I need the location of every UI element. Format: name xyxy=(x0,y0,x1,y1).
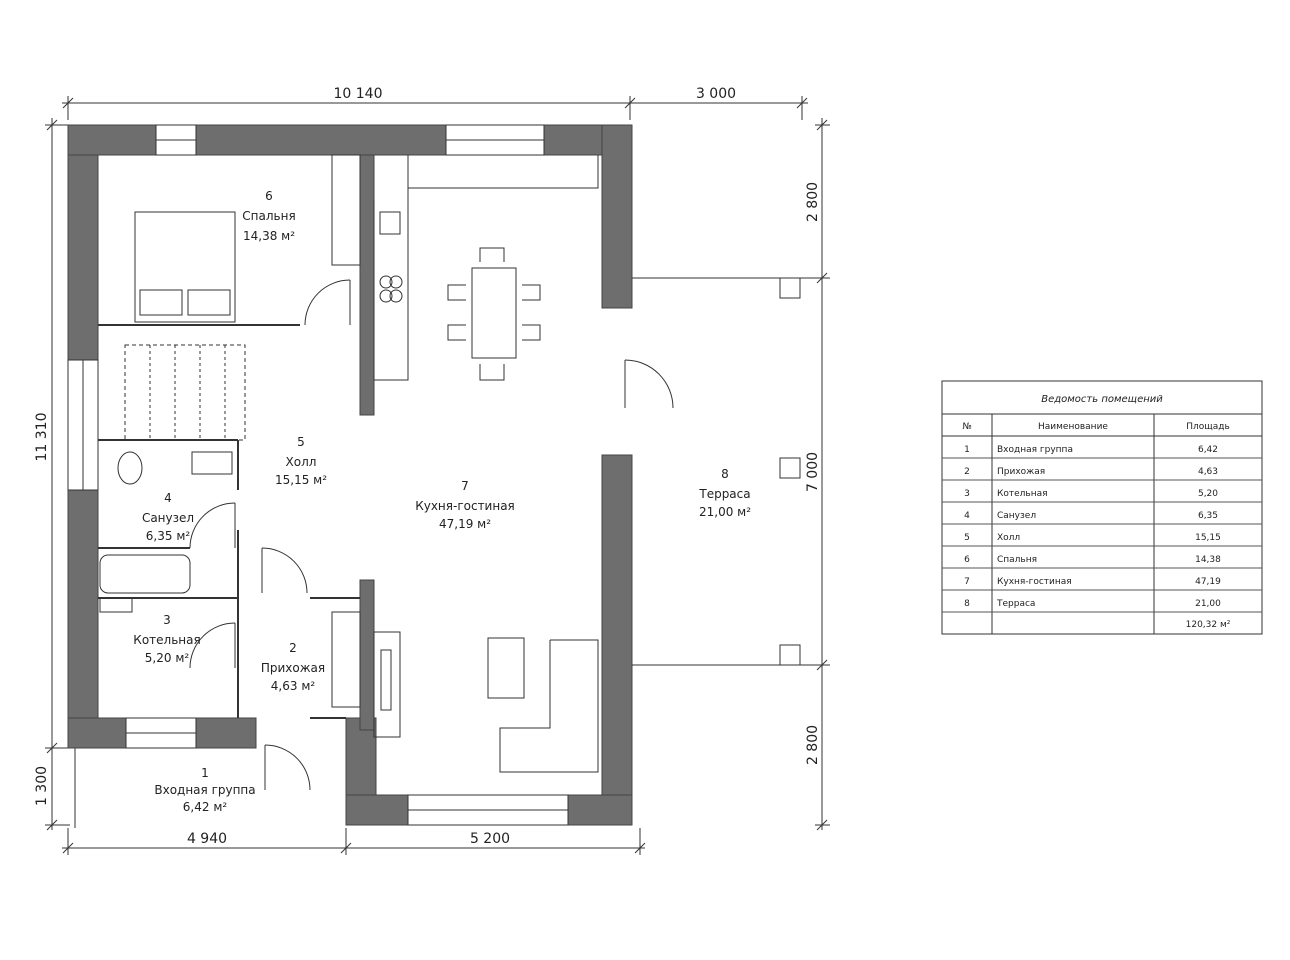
dim-top-main: 10 140 xyxy=(334,86,383,102)
schedule-cell-name: Санузел xyxy=(997,511,1036,521)
schedule-cell-num: 8 xyxy=(964,599,970,609)
room-label-1: 1 Входная группа 6,42 м² xyxy=(154,766,255,814)
schedule-row: 8 Терраса 21,00 xyxy=(964,599,1221,609)
furniture xyxy=(99,154,599,773)
schedule-cell-area: 4,63 xyxy=(1198,467,1218,477)
schedule-cell-name: Холл xyxy=(997,533,1020,543)
schedule-cell-num: 6 xyxy=(964,555,970,565)
room-label-5: 5 Холл 15,15 м² xyxy=(275,435,327,487)
room-name: Санузел xyxy=(142,511,194,525)
schedule-cell-num: 2 xyxy=(964,467,970,477)
schedule-cell-num: 1 xyxy=(964,445,970,455)
schedule-cell-name: Котельная xyxy=(997,489,1048,499)
schedule-row: 3 Котельная 5,20 xyxy=(964,489,1218,499)
room-number: 5 xyxy=(297,435,305,449)
schedule-row: 4 Санузел 6,35 xyxy=(964,511,1218,521)
room-name: Прихожая xyxy=(261,661,325,675)
schedule-rows: 1 Входная группа 6,42 2 Прихожая 4,63 3 Котельн… xyxy=(964,445,1221,609)
schedule-row: 5 Холл 15,15 xyxy=(964,533,1221,543)
interior-partitions xyxy=(98,324,360,719)
dim-right-mid: 7 000 xyxy=(805,452,821,492)
schedule-row: 7 Кухня-гостиная 47,19 xyxy=(964,577,1221,587)
room-area: 6,35 м² xyxy=(146,529,191,543)
room-name: Котельная xyxy=(133,633,200,647)
room-number: 6 xyxy=(265,189,273,203)
room-number: 4 xyxy=(164,491,172,505)
dim-left-bottom: 1 300 xyxy=(34,766,50,806)
schedule-cell-area: 5,20 xyxy=(1198,489,1218,499)
room-area: 5,20 м² xyxy=(145,651,190,665)
room-label-3: 3 Котельная 5,20 м² xyxy=(133,613,200,665)
room-number: 2 xyxy=(289,641,297,655)
schedule-header-num: № xyxy=(962,422,971,432)
room-label-7: 7 Кухня-гостиная 47,19 м² xyxy=(415,479,515,531)
schedule-cell-name: Прихожая xyxy=(997,467,1045,477)
schedule-row: 6 Спальня 14,38 xyxy=(964,555,1221,565)
schedule-title: Ведомость помещений xyxy=(1041,394,1163,405)
room-area: 6,42 м² xyxy=(183,800,228,814)
schedule-header-area: Площадь xyxy=(1186,422,1230,432)
room-name: Входная группа xyxy=(154,783,255,797)
terrace-posts xyxy=(632,277,801,666)
room-schedule-table: Ведомость помещений № Наименование Площа… xyxy=(941,380,1263,635)
room-name: Спальня xyxy=(242,209,295,223)
doors xyxy=(189,279,674,791)
dim-bottom-left: 4 940 xyxy=(187,831,227,847)
dim-top-terrace: 3 000 xyxy=(696,86,736,102)
room-number: 7 xyxy=(461,479,469,493)
room-number: 3 xyxy=(163,613,171,627)
dim-bottom-right: 5 200 xyxy=(470,831,510,847)
schedule-cell-area: 47,19 xyxy=(1195,577,1221,587)
room-label-2: 2 Прихожая 4,63 м² xyxy=(261,641,325,693)
room-area: 15,15 м² xyxy=(275,473,327,487)
room-label-4: 4 Санузел 6,35 м² xyxy=(142,491,194,543)
schedule-cell-name: Терраса xyxy=(996,599,1035,609)
room-name: Терраса xyxy=(698,487,750,501)
room-area: 47,19 м² xyxy=(439,517,491,531)
room-name: Кухня-гостиная xyxy=(415,499,515,513)
schedule-row: 2 Прихожая 4,63 xyxy=(964,467,1218,477)
schedule-cell-num: 7 xyxy=(964,577,970,587)
schedule-cell-name: Кухня-гостиная xyxy=(997,577,1072,587)
schedule-cell-area: 15,15 xyxy=(1195,533,1221,543)
schedule-cell-area: 6,35 xyxy=(1198,511,1218,521)
dim-left-total: 11 310 xyxy=(34,413,50,462)
room-label-8: 8 Терраса 21,00 м² xyxy=(698,467,751,519)
room-area: 14,38 м² xyxy=(243,229,295,243)
schedule-cell-area: 6,42 xyxy=(1198,445,1218,455)
schedule-cell-num: 5 xyxy=(964,533,970,543)
room-area: 21,00 м² xyxy=(699,505,751,519)
windows xyxy=(67,124,569,826)
schedule-cell-area: 21,00 xyxy=(1195,599,1221,609)
schedule-cell-name: Входная группа xyxy=(997,445,1073,455)
schedule-row: 1 Входная группа 6,42 xyxy=(964,445,1218,455)
room-name: Холл xyxy=(286,455,317,469)
dim-right-top: 2 800 xyxy=(805,182,821,222)
schedule-cell-name: Спальня xyxy=(997,555,1037,565)
dim-right-bottom: 2 800 xyxy=(805,725,821,765)
schedule-cell-area: 14,38 xyxy=(1195,555,1221,565)
room-area: 4,63 м² xyxy=(271,679,316,693)
schedule-header-name: Наименование xyxy=(1038,422,1108,432)
room-label-6: 6 Спальня 14,38 м² xyxy=(242,189,295,243)
room-number: 1 xyxy=(201,766,209,780)
schedule-total: 120,32 м² xyxy=(1186,620,1231,630)
room-number: 8 xyxy=(721,467,729,481)
schedule-cell-num: 4 xyxy=(964,511,970,521)
schedule-cell-num: 3 xyxy=(964,489,970,499)
